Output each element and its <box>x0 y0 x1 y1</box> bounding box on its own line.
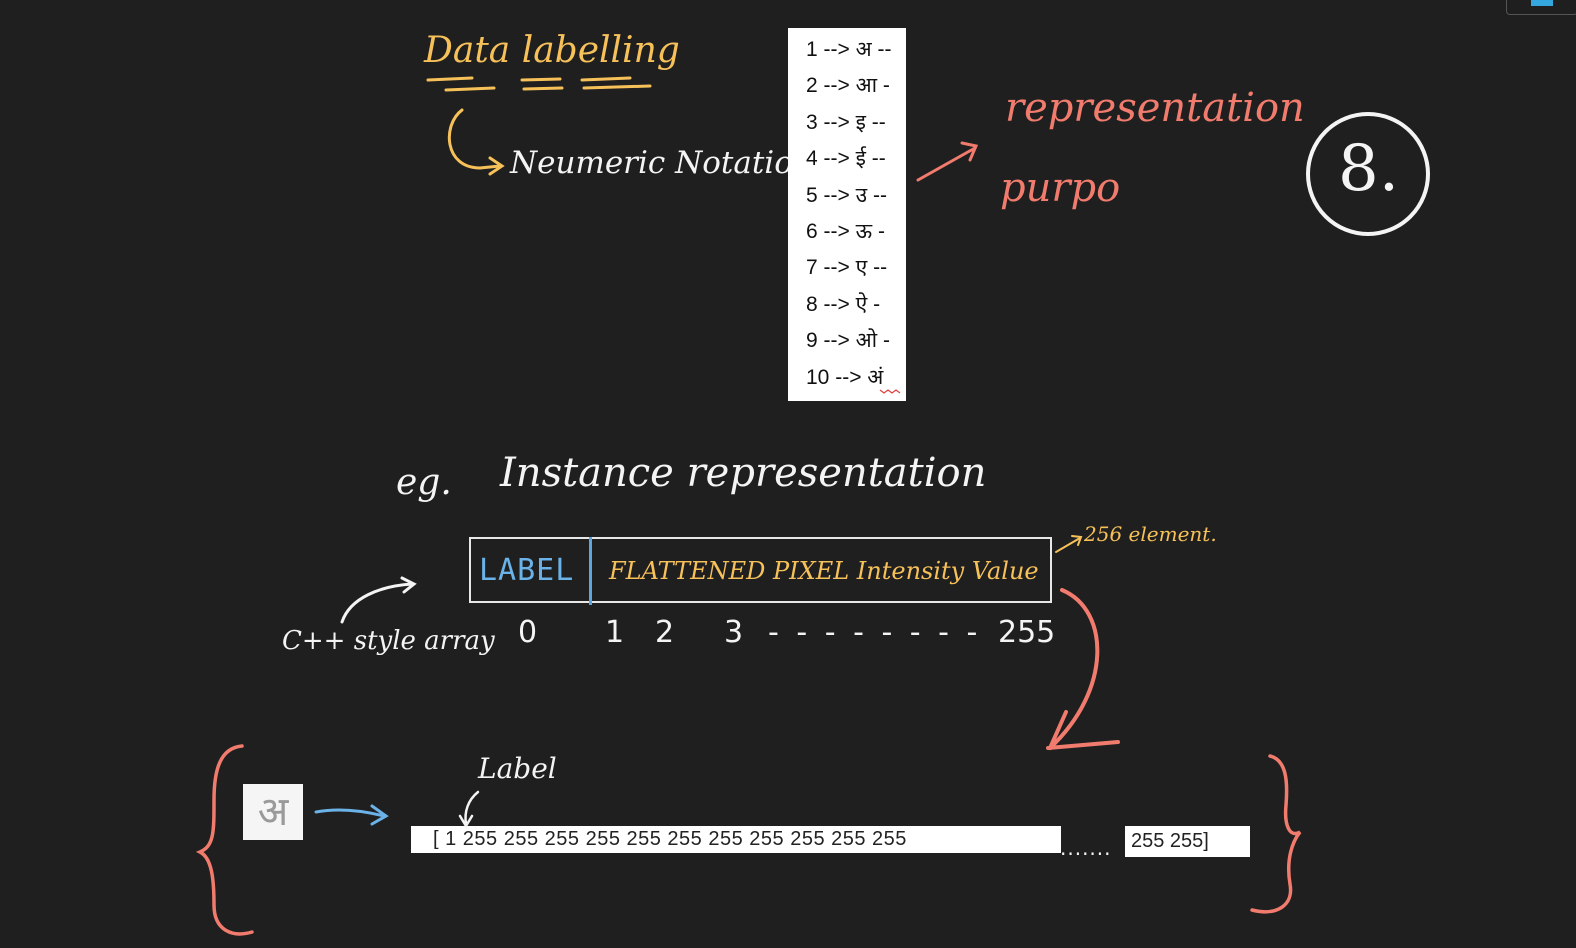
label-squiggle <box>879 389 901 394</box>
page-number: 8. <box>1338 132 1400 206</box>
index-1: 1 <box>605 615 625 650</box>
heading-underlines <box>426 76 652 92</box>
pixels-cell: FLATTENED PIXEL Intensity Value <box>609 557 1039 585</box>
array-tail: 255 255] <box>1125 826 1250 857</box>
index-2: 2 <box>655 615 675 650</box>
mapping-row: 7 --> ए -- <box>806 256 888 280</box>
page-number-circle: 8. <box>1306 112 1430 236</box>
cpp-style-array-note: C++ style array <box>282 626 495 656</box>
label-mapping-table: 1 --> अ -- 2 --> आ - 3 --> इ -- 4 --> ई … <box>788 28 906 401</box>
numeric-notation-label: Neumeric Notation <box>510 145 813 181</box>
index-0: 0 <box>518 615 538 650</box>
array-ellipsis: ....... <box>1060 836 1112 860</box>
right-brace <box>1250 754 1302 914</box>
mapping-row: 3 --> इ -- <box>806 110 886 134</box>
index-dashes: - - - - - - - - <box>768 615 982 650</box>
label-divider <box>589 537 592 605</box>
mapping-row: 4 --> ई -- <box>806 147 886 171</box>
representation-note: representation <box>1005 85 1305 131</box>
mapping-row: 10 --> अं <box>806 365 884 389</box>
window-corner-indicator <box>1531 0 1553 6</box>
character-image-thumbnail: अ <box>243 784 303 840</box>
element-count-note: 256 element. <box>1084 522 1217 546</box>
data-labelling-heading: Data labelling <box>424 30 680 71</box>
array-note-arrow <box>340 576 417 624</box>
mapping-row: 9 --> ओ - <box>806 329 890 353</box>
left-brace <box>195 744 254 936</box>
mapping-row: 2 --> आ - <box>806 74 890 98</box>
label-pointer-text: Label <box>478 752 557 785</box>
instance-structure-box: LABEL FLATTENED PIXEL Intensity Value <box>469 537 1052 605</box>
mapping-row: 8 --> ऐ - <box>806 292 881 316</box>
example-prefix: eg. <box>396 462 452 503</box>
index-3: 3 <box>724 615 744 650</box>
flattened-array-strip: [ 1 255 255 255 255 255 255 255 255 255 … <box>411 826 1061 853</box>
purpose-note: purpo <box>1000 165 1121 211</box>
label-cell: LABEL <box>479 553 575 588</box>
index-last: 255 <box>998 615 1056 650</box>
flatten-arrow <box>1046 588 1120 750</box>
mapping-row: 1 --> अ -- <box>806 38 892 61</box>
example-title: Instance representation <box>500 450 987 496</box>
window-corner-tab <box>1506 0 1576 15</box>
image-to-array-arrow <box>314 804 389 826</box>
mapping-row: 5 --> उ -- <box>806 183 887 207</box>
element-note-arrow <box>1055 535 1083 553</box>
label-pointer-arrow <box>458 790 480 829</box>
representation-arrow <box>916 141 979 182</box>
notation-arrow <box>447 108 505 176</box>
mapping-row: 6 --> ऊ - <box>806 219 885 243</box>
